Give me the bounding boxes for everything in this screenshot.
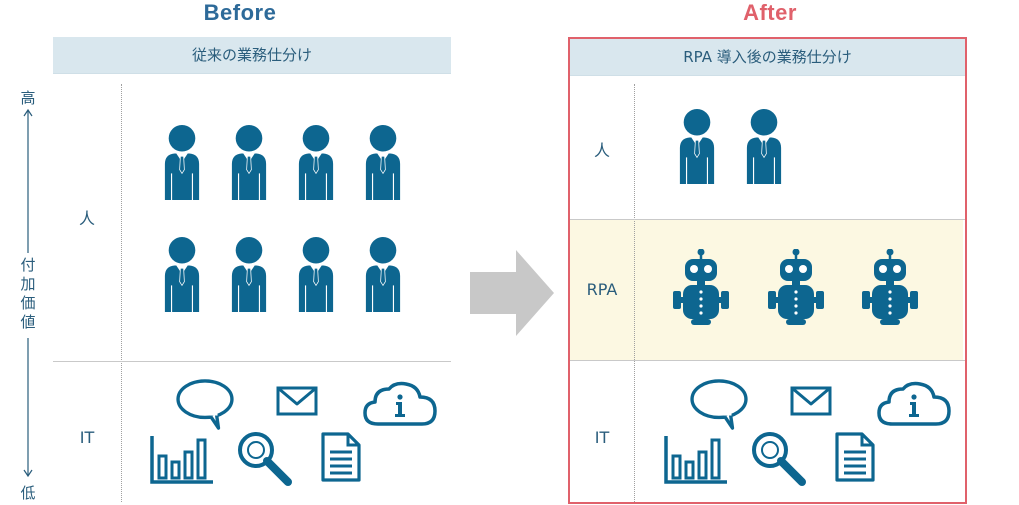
before-heading: Before <box>203 0 277 25</box>
document-icon <box>834 432 876 482</box>
speech-bubble-icon <box>174 378 236 430</box>
robot-icon <box>768 249 824 325</box>
person-icon <box>230 123 268 201</box>
axis-high-label: 高 <box>20 89 36 107</box>
person-icon <box>297 123 335 201</box>
bar-chart-icon <box>149 434 215 484</box>
person-icon <box>364 123 402 201</box>
person-icon <box>230 235 268 313</box>
bar-chart-icon <box>663 434 729 484</box>
after-row-label-people: 人 <box>593 141 610 160</box>
before-row-label-people: 人 <box>78 209 95 228</box>
after-heading: After <box>743 0 797 25</box>
person-icon <box>297 235 335 313</box>
document-icon <box>320 432 362 482</box>
person-icon <box>364 235 402 313</box>
robot-icon <box>673 249 729 325</box>
mail-icon <box>276 386 318 416</box>
person-icon <box>163 235 201 313</box>
person-icon <box>745 107 783 185</box>
person-icon <box>163 123 201 201</box>
before-row-separator <box>53 361 451 362</box>
axis-low-label: 低 <box>20 484 36 502</box>
after-row-label-rpa: RPA <box>586 280 618 299</box>
value-axis-arrow <box>22 108 34 478</box>
person-icon <box>678 107 716 185</box>
after-row-separator-1 <box>570 219 965 220</box>
before-panel-title: 従来の業務仕分け <box>53 37 451 74</box>
mail-icon <box>790 386 832 416</box>
magnifier-icon <box>236 430 294 488</box>
after-panel-title: RPA 導入後の業務仕分け <box>570 39 965 76</box>
before-to-after-arrow <box>470 250 554 336</box>
info-cloud-icon <box>876 380 952 430</box>
info-cloud-icon <box>362 380 438 430</box>
after-row-label-it: IT <box>594 428 610 447</box>
after-panel: RPA 導入後の業務仕分け <box>568 37 967 504</box>
magnifier-icon <box>750 430 808 488</box>
axis-title: 付加価値 <box>20 256 36 331</box>
after-row-divider <box>634 84 635 502</box>
before-row-divider <box>121 84 122 502</box>
robot-icon <box>862 249 918 325</box>
before-row-label-it: IT <box>79 428 95 447</box>
after-row-separator-2 <box>570 360 965 361</box>
speech-bubble-icon <box>688 378 750 430</box>
